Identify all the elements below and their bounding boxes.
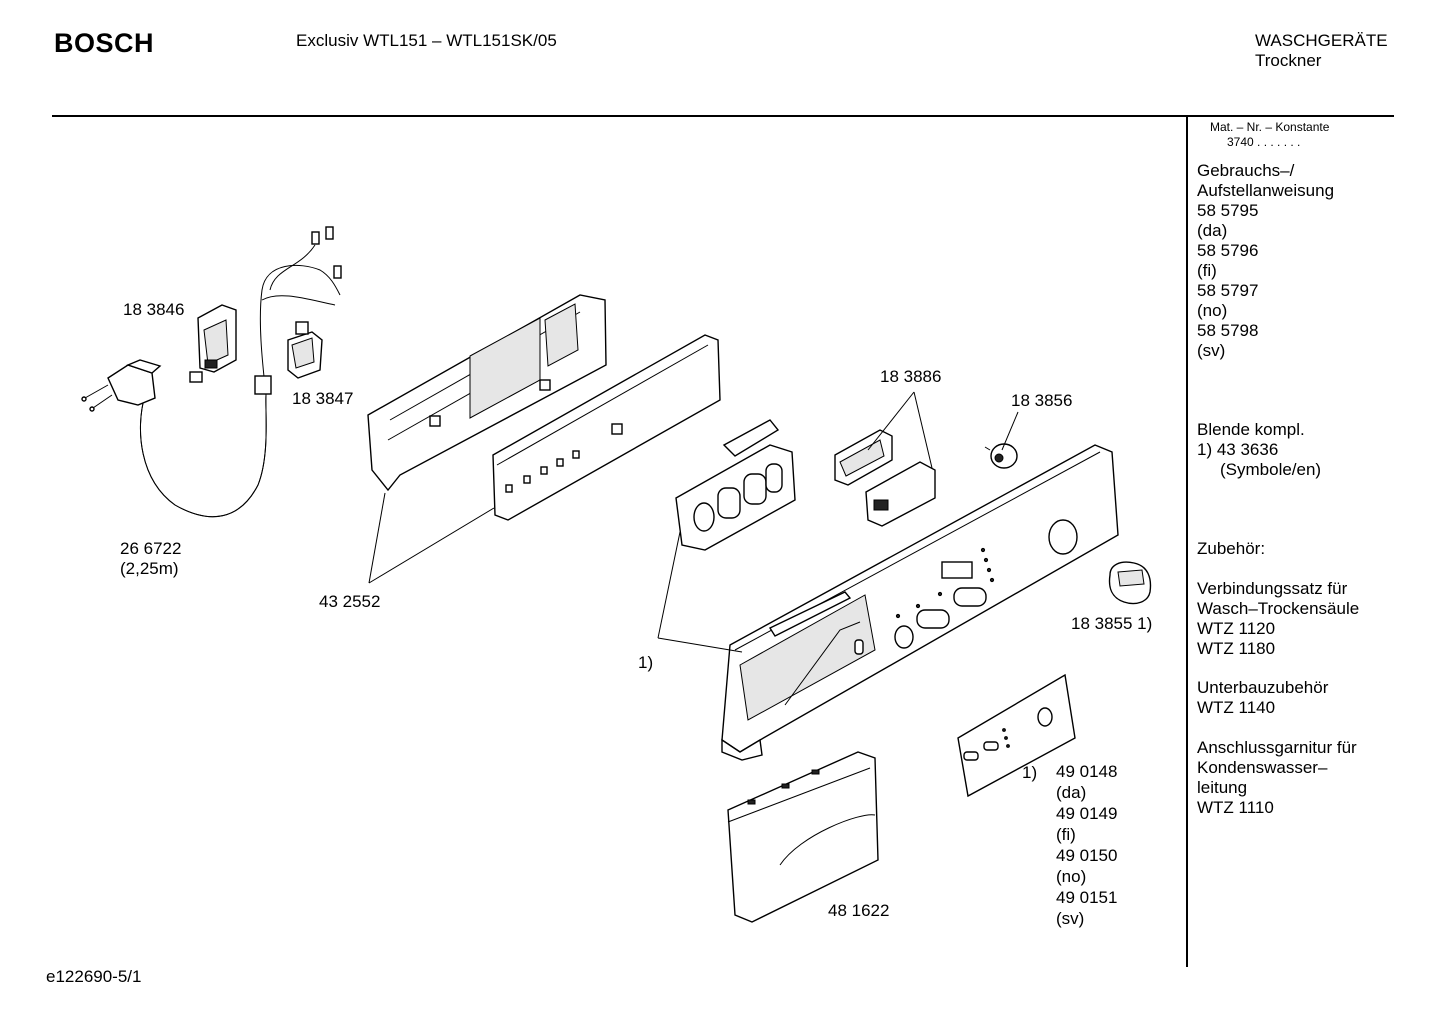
leader-lines [368,391,1019,653]
accessory-line: WTZ 1110 [1197,798,1274,817]
part-length: (2,25m) [120,559,179,578]
part-variant: (sv) [1056,909,1085,928]
mat-nr-value: 3740 . . . . . . . [1227,135,1301,149]
part-183847-illustration [287,321,323,379]
manual-title-1: Gebrauchs–/ [1197,161,1295,180]
part-label-1: 1) [638,653,654,672]
category-line-2: Trockner [1255,51,1322,70]
manual-item: (da) [1197,221,1228,240]
part-control-panel-illustration [721,444,1119,761]
brand-logo: BOSCH [54,28,155,58]
category-line-1: WASCHGERÄTE [1255,31,1388,50]
model-title: Exclusiv WTL151 – WTL151SK/05 [296,31,557,50]
accessory-line: Unterbauzubehör [1197,678,1329,697]
part-number: 26 6722 [120,539,182,558]
blende-title: Blende kompl. [1197,420,1305,439]
part-label-183846: 18 3846 [123,300,185,319]
part-label-183886: 18 3886 [880,367,942,386]
manual-item: 58 5796 [1197,241,1259,260]
part-variant: (no) [1056,867,1087,886]
sidebar-rule [1186,116,1188,967]
part-number: 49 0148 [1056,762,1118,781]
accessory-anschluss: Anschlussgarnitur für Kondenswasser– lei… [1197,738,1357,818]
part-label-183847: 18 3847 [292,389,354,408]
document-id: e122690-5/1 [46,967,142,986]
accessory-line: Anschlussgarnitur für [1197,738,1357,757]
part-key-module-illustration [675,419,796,551]
accessory-verbindungssatz: Verbindungssatz für Wasch–Trockensäule W… [1197,579,1359,659]
manual-item: (fi) [1197,261,1217,280]
manual-title-2: Aufstellanweisung [1197,181,1335,200]
accessory-line: WTZ 1140 [1197,698,1276,717]
part-variant: (da) [1056,783,1087,802]
category: WASCHGERÄTE Trockner [1255,31,1388,71]
accessory-line: leitung [1197,778,1248,797]
accessories-title: Zubehör: [1197,539,1266,558]
part-label-490148-ref: 1) [1022,763,1038,782]
accessory-unterbau: Unterbauzubehör WTZ 1140 [1197,678,1328,718]
part-183846-illustration [189,304,237,383]
part-symbol-plate-illustration [957,673,1076,798]
part-number: 49 0149 [1056,804,1118,823]
manual-item: 58 5798 [1197,321,1259,340]
part-number: 49 0151 [1056,888,1118,907]
accessory-line: WTZ 1120 [1197,619,1276,638]
blende-block: Blende kompl. 1) 43 3636 (Symbole/en) [1197,420,1321,480]
part-183855-knob-illustration [1108,561,1152,605]
accessory-line: WTZ 1180 [1197,639,1276,658]
part-183886-illustration [834,429,936,527]
part-label-266722: 26 6722 (2,25m) [120,539,181,579]
part-label-183856: 18 3856 [1011,391,1073,410]
blende-note: (Symbole/en) [1220,460,1322,479]
manual-item: (sv) [1197,341,1226,360]
accessory-line: Kondenswasser– [1197,758,1328,777]
manual-block: Gebrauchs–/ Aufstellanweisung 58 5795 (d… [1197,161,1334,361]
part-number: 49 0150 [1056,846,1118,865]
power-cord-illustration [81,226,342,518]
blende-number: 1) 43 3636 [1197,440,1279,459]
part-label-481622: 48 1622 [828,901,890,920]
accessory-line: Verbindungssatz für [1197,579,1348,598]
part-432552-strip-illustration [492,334,721,521]
mat-nr-block: Mat. – Nr. – Konstante 3740 . . . . . . … [1210,120,1329,150]
mat-nr-label: Mat. – Nr. – Konstante [1210,120,1330,134]
header-rule [52,115,1394,117]
manual-item: (no) [1197,301,1228,320]
part-label-432552: 43 2552 [319,592,381,611]
accessory-line: Wasch–Trockensäule [1197,599,1360,618]
part-variant: (fi) [1056,825,1076,844]
part-481622-illustration [727,751,879,923]
part-label-490148-list: 49 0148 (da) 49 0149 (fi) 49 0150 (no) 4… [1056,761,1117,929]
part-432552-frame-illustration [367,294,607,492]
manual-item: 58 5797 [1197,281,1259,300]
part-183856-illustration [984,443,1018,469]
part-label-183855: 18 3855 1) [1071,614,1153,633]
manual-item: 58 5795 [1197,201,1259,220]
